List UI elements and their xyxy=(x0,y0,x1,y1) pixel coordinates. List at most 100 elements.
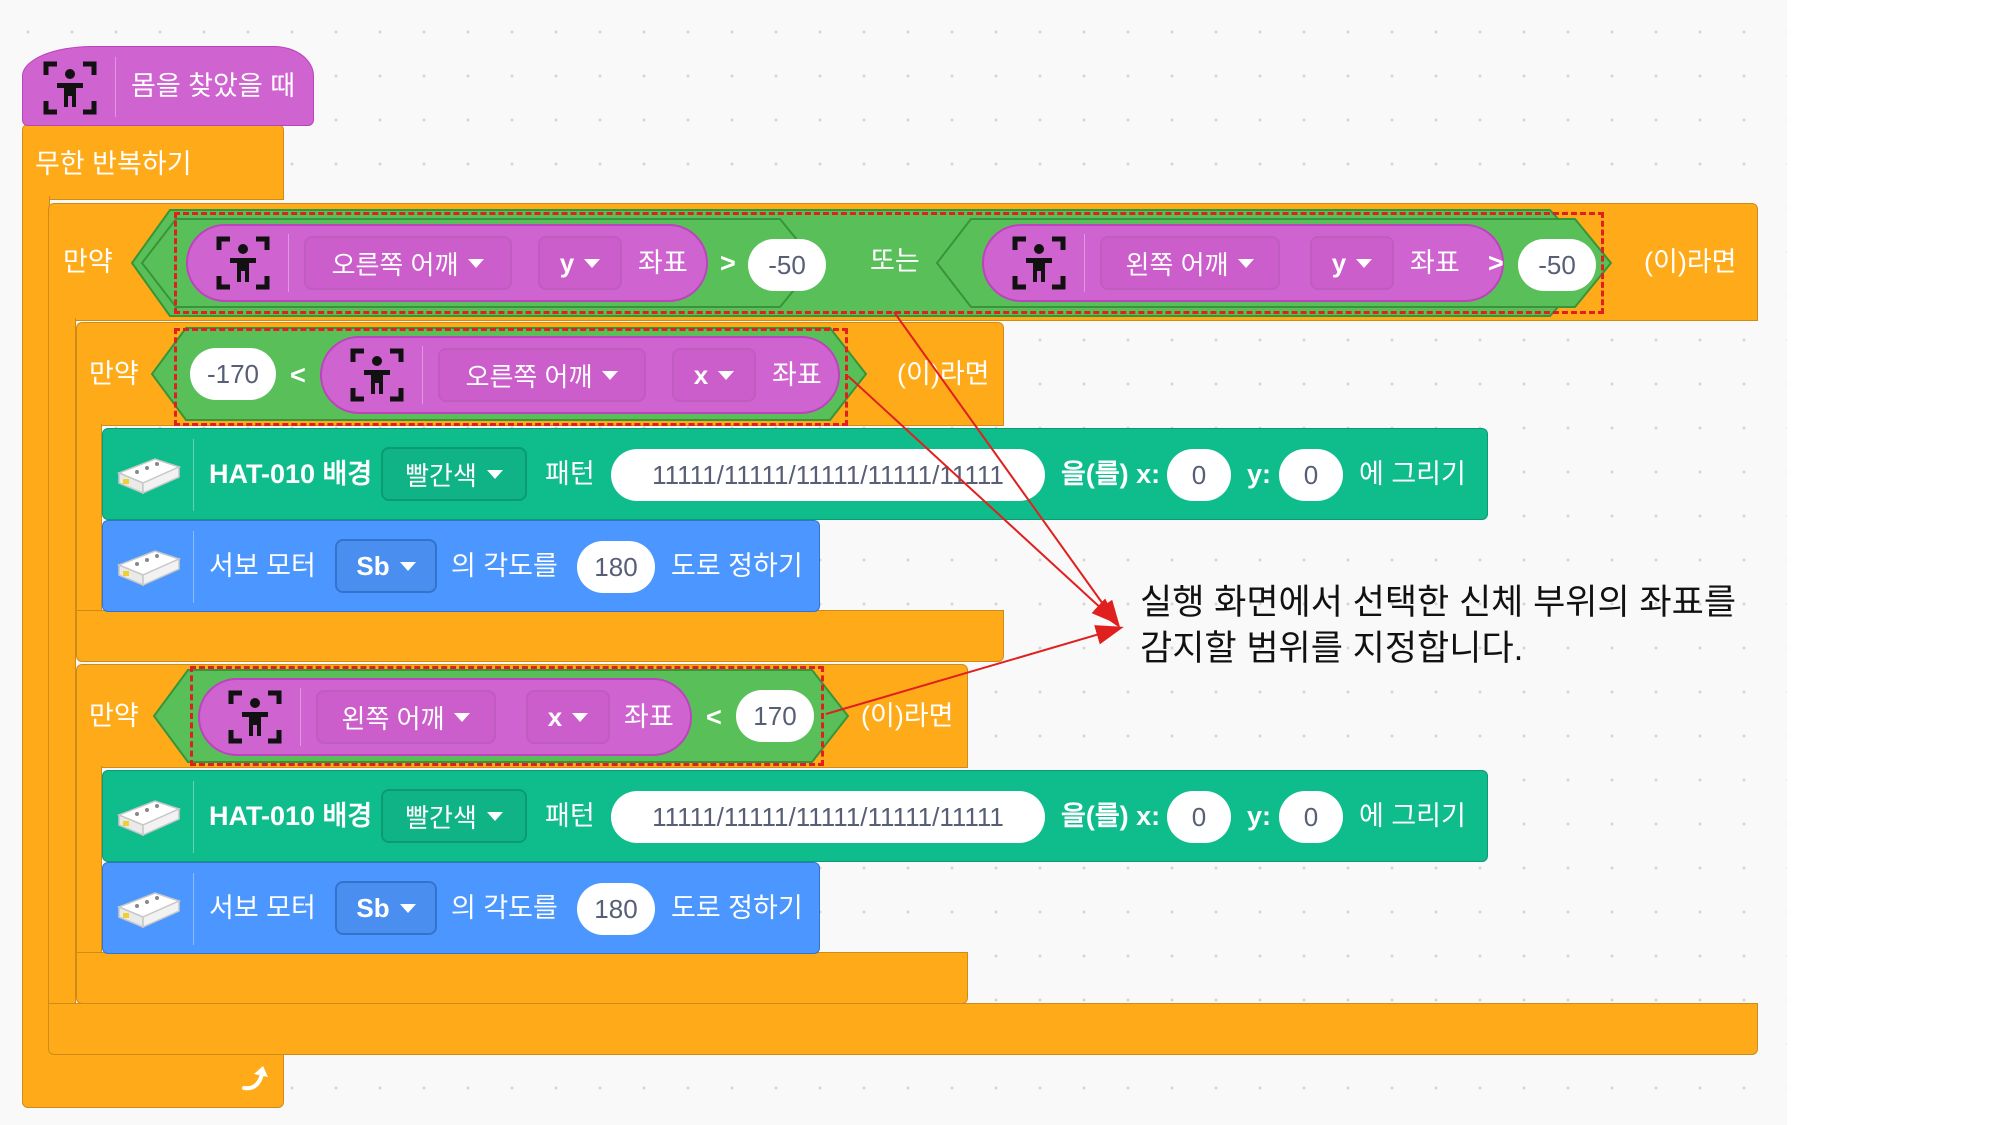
coord-label: 좌표 xyxy=(638,248,688,278)
led-prefix: HAT-010 배경 xyxy=(209,801,373,831)
if3-then-label: (이)라면 xyxy=(861,701,954,731)
body-part-dropdown[interactable]: 오른쪽 어깨 xyxy=(438,348,646,402)
body-part-dropdown[interactable]: 오른쪽 어깨 xyxy=(304,236,512,290)
port-value: Sb xyxy=(356,550,390,581)
y-input[interactable]: 0 xyxy=(1279,449,1343,501)
axis-value: y xyxy=(559,247,575,278)
caret-down-icon xyxy=(584,258,601,268)
annotation-line-2: 감지할 범위를 지정합니다. xyxy=(1140,629,1524,668)
color-dropdown[interactable]: 빨간색 xyxy=(381,789,527,843)
axis-value: x xyxy=(693,359,709,390)
forever-arm xyxy=(22,196,50,1051)
servo-prefix: 서보 모터 xyxy=(209,893,316,923)
port-dropdown[interactable]: Sb xyxy=(335,539,437,593)
caret-down-icon xyxy=(1238,258,1255,268)
caret-down-icon xyxy=(486,469,503,479)
body-part-dropdown[interactable]: 왼쪽 어깨 xyxy=(1100,236,1280,290)
axis-dropdown[interactable]: y xyxy=(538,236,622,290)
hat-device-icon xyxy=(116,550,182,587)
coord-label: 좌표 xyxy=(772,360,822,390)
angle-label: 의 각도를 xyxy=(451,893,558,923)
divider xyxy=(193,439,194,511)
lt-sign: < xyxy=(290,360,306,390)
angle-label: 의 각도를 xyxy=(451,551,558,581)
body-pose-icon xyxy=(228,690,282,744)
forever-label: 무한 반복하기 xyxy=(35,149,192,179)
divider xyxy=(193,531,194,603)
led-draw-block-1[interactable]: HAT-010 배경 빨간색 패턴 11111/11111/11111/1111… xyxy=(102,428,1488,520)
if1-then-label: (이)라면 xyxy=(1644,247,1737,277)
hat-block-body-found[interactable]: 몸을 찾았을 때 xyxy=(22,46,314,126)
coord-label: 좌표 xyxy=(624,702,674,732)
servo-angle-block-1[interactable]: 서보 모터 Sb 의 각도를 180 도로 정하기 xyxy=(102,520,820,612)
if2-arm xyxy=(76,424,102,610)
caret-down-icon xyxy=(718,370,735,380)
annotation-text: 실행 화면에서 선택한 신체 부위의 좌표를 감지할 범위를 지정합니다. xyxy=(1140,580,1736,672)
hat-device-icon xyxy=(116,458,182,495)
value-input-low[interactable]: -170 xyxy=(190,348,276,400)
body-part-value: 오른쪽 어깨 xyxy=(331,249,459,280)
color-value: 빨간색 xyxy=(405,460,477,491)
divider xyxy=(193,781,194,853)
value-input-right[interactable]: -50 xyxy=(1518,239,1596,291)
value-input-high[interactable]: 170 xyxy=(736,690,814,742)
hat-device-icon xyxy=(116,800,182,837)
body-part-value: 오른쪽 어깨 xyxy=(465,361,593,392)
y-input[interactable]: 0 xyxy=(1279,791,1343,843)
caret-down-icon xyxy=(454,712,471,722)
lt-sign: < xyxy=(706,702,722,732)
divider xyxy=(422,346,423,404)
if1-arm xyxy=(48,318,76,1004)
caret-down-icon xyxy=(486,811,503,821)
caret-down-icon xyxy=(399,903,416,913)
body-part-value: 왼쪽 어깨 xyxy=(1125,249,1229,280)
pattern-input[interactable]: 11111/11111/11111/11111/11111 xyxy=(611,791,1045,843)
forever-bottom xyxy=(22,1050,284,1108)
code-canvas[interactable]: 무한 반복하기 만약 (이)라면 오른쪽 어깨 xyxy=(0,0,1787,1125)
color-dropdown[interactable]: 빨간색 xyxy=(381,447,527,501)
highlight-box-if3 xyxy=(190,666,824,766)
body-coord-reporter-right[interactable]: 왼쪽 어깨 y 좌표 xyxy=(982,224,1504,302)
axis-dropdown[interactable]: x xyxy=(526,690,610,744)
body-pose-icon xyxy=(350,348,404,402)
divider xyxy=(1084,234,1085,292)
led-draw-block-2[interactable]: HAT-010 배경 빨간색 패턴 11111/11111/11111/1111… xyxy=(102,770,1488,862)
axis-dropdown[interactable]: x xyxy=(672,348,756,402)
color-value: 빨간색 xyxy=(405,802,477,833)
body-coord-reporter-if3[interactable]: 왼쪽 어깨 x 좌표 xyxy=(198,678,692,756)
highlight-box-if2 xyxy=(174,328,848,426)
body-part-dropdown[interactable]: 왼쪽 어깨 xyxy=(316,690,496,744)
caret-down-icon xyxy=(1356,258,1373,268)
divider xyxy=(288,234,289,292)
led-suffix: 에 그리기 xyxy=(1359,459,1466,489)
servo-suffix: 도로 정하기 xyxy=(671,893,803,923)
if2-label: 만약 xyxy=(89,359,139,389)
body-pose-icon xyxy=(1012,236,1066,290)
servo-angle-block-2[interactable]: 서보 모터 Sb 의 각도를 180 도로 정하기 xyxy=(102,862,820,954)
pattern-label: 패턴 xyxy=(545,459,595,489)
divider xyxy=(300,688,301,746)
forever-block[interactable]: 무한 반복하기 xyxy=(22,124,284,200)
obj-x-label: 을(를) x: xyxy=(1061,459,1161,489)
divider xyxy=(193,873,194,945)
x-input[interactable]: 0 xyxy=(1167,449,1231,501)
angle-input[interactable]: 180 xyxy=(577,541,655,593)
body-coord-reporter-left[interactable]: 오른쪽 어깨 y 좌표 xyxy=(186,224,708,302)
x-input[interactable]: 0 xyxy=(1167,791,1231,843)
caret-down-icon xyxy=(602,370,619,380)
led-prefix: HAT-010 배경 xyxy=(209,459,373,489)
loop-arrow-icon xyxy=(242,1066,268,1091)
hat-label: 몸을 찾았을 때 xyxy=(131,71,296,101)
highlight-box-if1 xyxy=(174,212,1604,314)
if2-bottom xyxy=(76,610,1004,662)
or-label: 또는 xyxy=(870,246,920,276)
obj-x-label: 을(를) x: xyxy=(1061,801,1161,831)
value-input-left[interactable]: -50 xyxy=(748,239,826,291)
pattern-input[interactable]: 11111/11111/11111/11111/11111 xyxy=(611,449,1045,501)
axis-dropdown[interactable]: y xyxy=(1310,236,1394,290)
axis-value: y xyxy=(1331,247,1347,278)
angle-input[interactable]: 180 xyxy=(577,883,655,935)
body-coord-reporter-if2[interactable]: 오른쪽 어깨 x 좌표 xyxy=(320,336,840,414)
pattern-label: 패턴 xyxy=(545,801,595,831)
port-dropdown[interactable]: Sb xyxy=(335,881,437,935)
